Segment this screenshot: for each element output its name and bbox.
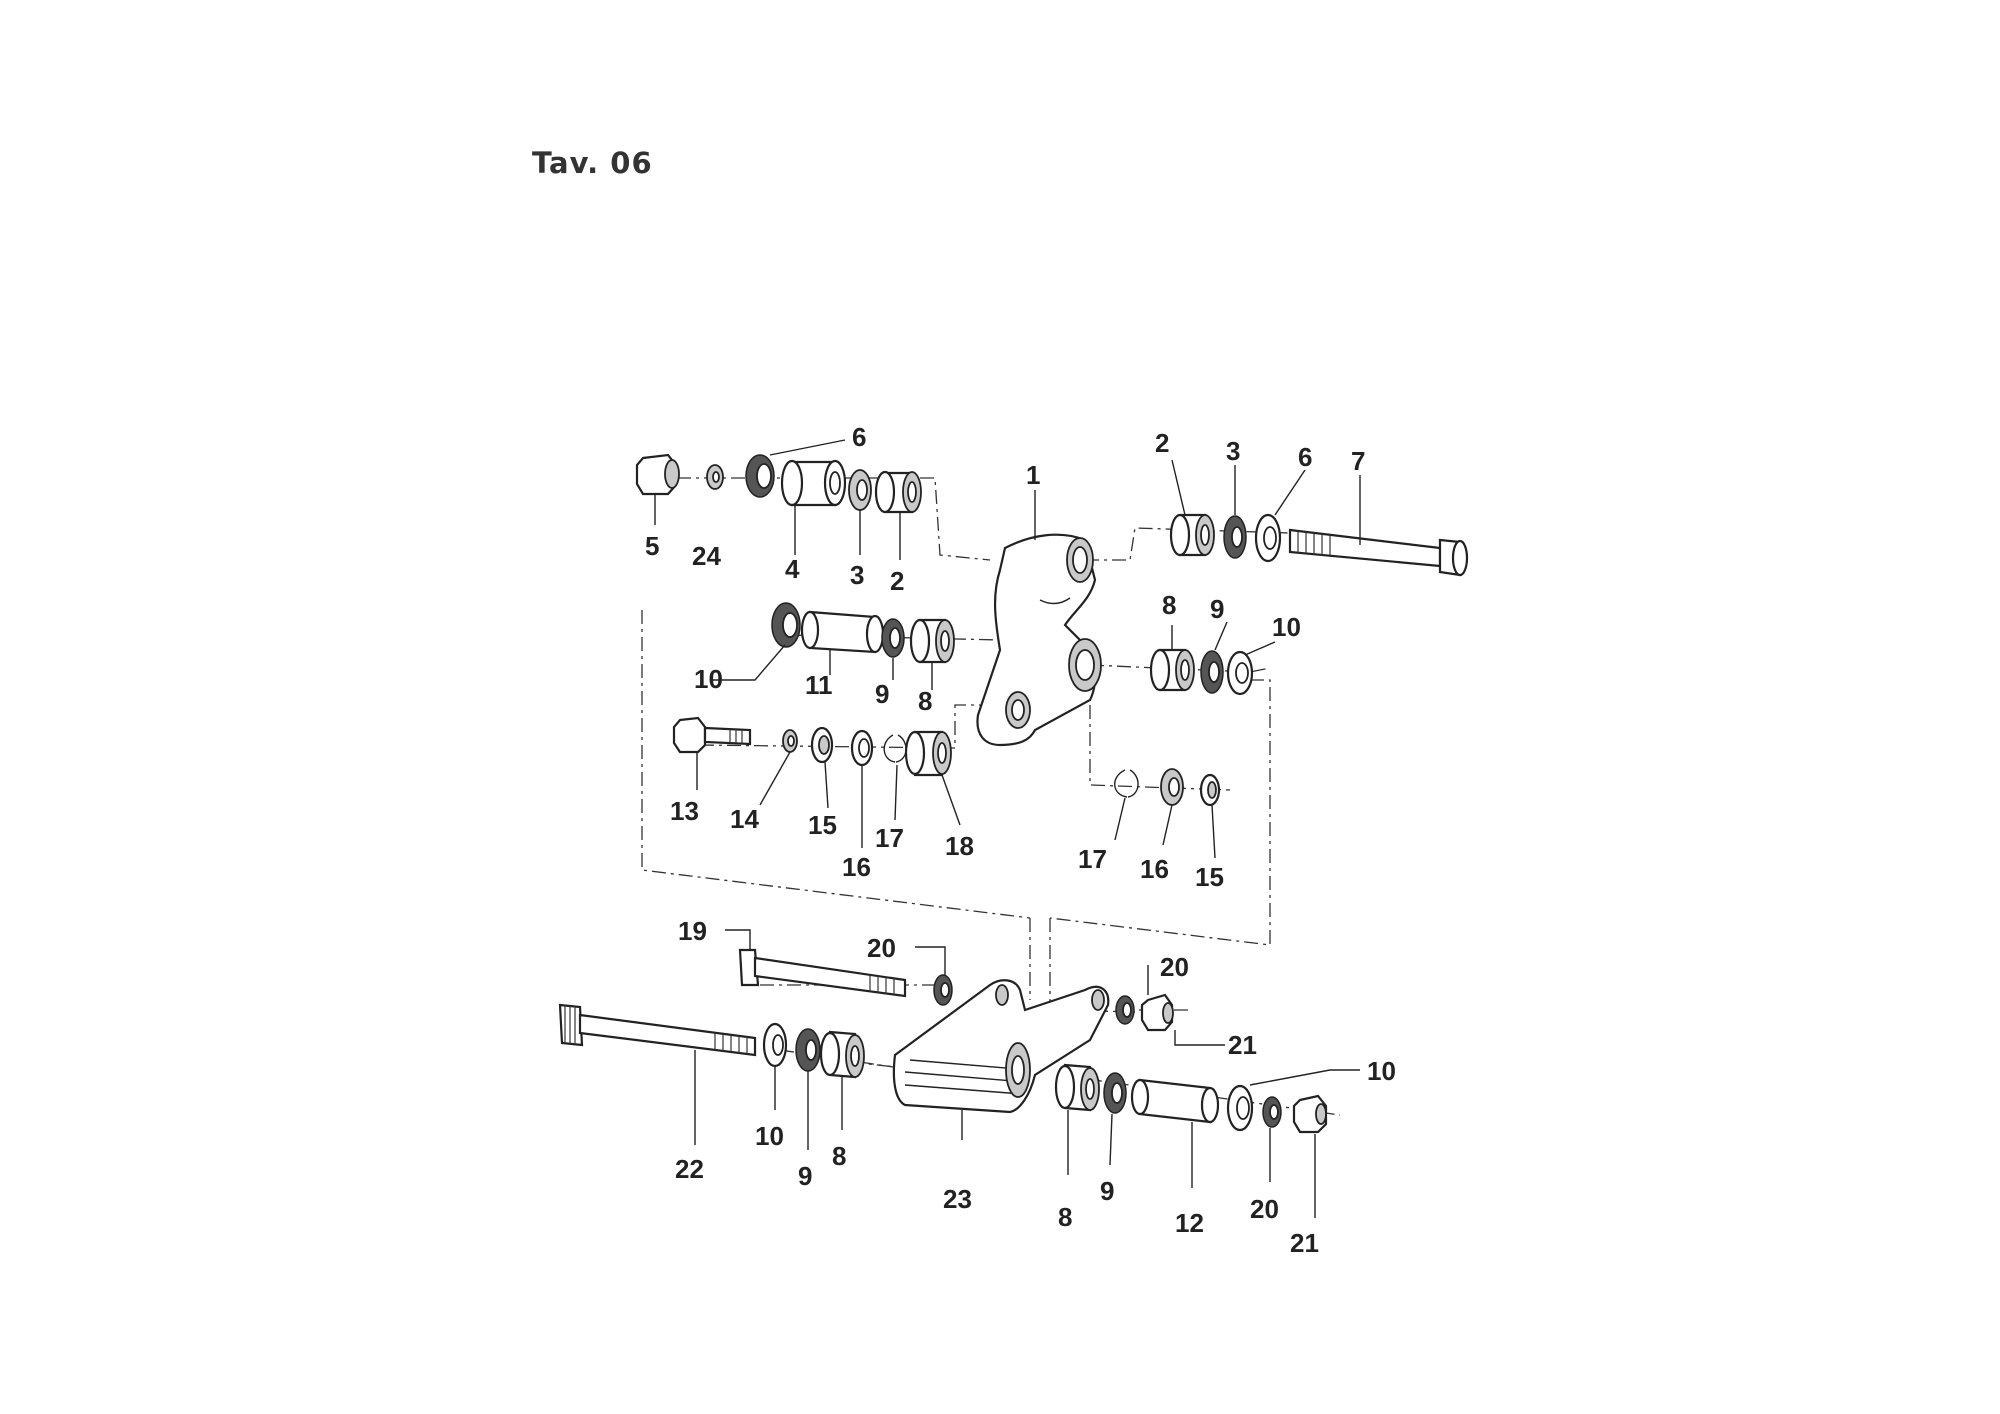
callout-9-mid-right: 9 bbox=[1210, 594, 1224, 624]
washer-part-20-bottom bbox=[1262, 1096, 1282, 1128]
callout-1: 1 bbox=[1026, 460, 1040, 490]
bearing-part-8-bottom-right bbox=[1054, 1063, 1100, 1112]
callout-17-right: 17 bbox=[1078, 844, 1107, 874]
callout-15-left: 15 bbox=[808, 810, 837, 840]
washer-part-9-bottom-right bbox=[1103, 1072, 1127, 1114]
bearing-part-8-mid-right bbox=[1149, 648, 1195, 692]
callout-3-top-left: 3 bbox=[850, 560, 864, 590]
page-title: Tav. 06 bbox=[532, 146, 653, 180]
callout-24: 24 bbox=[692, 541, 721, 571]
seal-ring-part-10-mid-left bbox=[771, 602, 801, 648]
washer-part-9-mid-left bbox=[881, 618, 905, 658]
callout-8-mid-left: 8 bbox=[918, 686, 932, 716]
callout-13: 13 bbox=[670, 796, 699, 826]
callout-3-top-right: 3 bbox=[1226, 436, 1240, 466]
bearing-part-8-bottom-left bbox=[819, 1030, 865, 1079]
washer-part-15-right bbox=[1199, 773, 1221, 807]
callout-20-bottom: 20 bbox=[1250, 1194, 1279, 1224]
bolt-part-13 bbox=[672, 716, 752, 754]
washer-part-24 bbox=[706, 464, 724, 490]
callout-15-right: 15 bbox=[1195, 862, 1224, 892]
washer-part-16-right bbox=[1160, 768, 1184, 806]
callout-8-bottom-left: 8 bbox=[832, 1141, 846, 1171]
bearing-part-2-left bbox=[874, 470, 922, 514]
seal-ring-part-6-right bbox=[1254, 513, 1282, 563]
callout-20-right: 20 bbox=[1160, 952, 1189, 982]
callout-10-mid-right: 10 bbox=[1272, 612, 1301, 642]
callout-16-right: 16 bbox=[1140, 854, 1169, 884]
washer-part-3-left bbox=[848, 469, 872, 511]
callout-17-left: 17 bbox=[875, 823, 904, 853]
seal-ring-part-10-bottom-left bbox=[762, 1022, 788, 1068]
link-part-23 bbox=[892, 979, 1110, 1114]
callout-23: 23 bbox=[943, 1184, 972, 1214]
callout-5: 5 bbox=[645, 531, 659, 561]
callout-6-top-right: 6 bbox=[1298, 442, 1312, 472]
bearing-part-8-mid-left bbox=[909, 618, 955, 664]
washer-part-16-left bbox=[850, 729, 874, 767]
callout-18: 18 bbox=[945, 831, 974, 861]
bolt-part-7 bbox=[1288, 528, 1469, 577]
callout-19: 19 bbox=[678, 916, 707, 946]
seal-ring-part-10-bottom-right bbox=[1226, 1084, 1254, 1132]
callout-9-bottom-left: 9 bbox=[798, 1161, 812, 1191]
callout-10-bottom-right: 10 bbox=[1367, 1056, 1396, 1086]
circlip-part-17-left bbox=[883, 734, 907, 763]
callout-14: 14 bbox=[730, 804, 759, 834]
callout-9-bottom-right: 9 bbox=[1100, 1176, 1114, 1206]
callout-21-upper: 21 bbox=[1228, 1030, 1257, 1060]
washer-part-15-left bbox=[810, 726, 834, 764]
callout-2-top-right: 2 bbox=[1155, 428, 1169, 458]
washer-part-9-mid-right bbox=[1200, 650, 1224, 694]
callout-21-bottom: 21 bbox=[1290, 1228, 1319, 1258]
bushing-part-4 bbox=[780, 459, 847, 507]
bolt-part-22 bbox=[558, 1003, 757, 1057]
callout-11: 11 bbox=[805, 670, 833, 700]
washer-part-14 bbox=[782, 729, 798, 753]
callout-4: 4 bbox=[785, 554, 800, 584]
callout-8-mid-right: 8 bbox=[1162, 590, 1176, 620]
washer-part-3-right bbox=[1223, 515, 1247, 559]
washer-part-20-upper bbox=[933, 974, 953, 1006]
seal-ring-part-6-left bbox=[745, 454, 775, 498]
callout-10-mid-left: 10 bbox=[694, 664, 723, 694]
callout-labels: 1 2 3 6 7 6 5 24 4 3 2 8 9 10 10 11 9 8 … bbox=[645, 422, 1396, 1258]
nut-part-21-bottom bbox=[1292, 1094, 1328, 1134]
bolt-part-19 bbox=[738, 948, 907, 998]
callout-12: 12 bbox=[1175, 1208, 1204, 1238]
bushing-part-12 bbox=[1130, 1078, 1220, 1124]
leader-lines bbox=[654, 439, 1361, 1218]
bushing-part-11 bbox=[800, 610, 885, 654]
callout-7: 7 bbox=[1351, 446, 1365, 476]
callout-10-bottom-left: 10 bbox=[755, 1121, 784, 1151]
link-arm-part-1 bbox=[976, 533, 1102, 747]
callout-9-mid-left: 9 bbox=[875, 679, 889, 709]
washer-part-20-right bbox=[1115, 995, 1135, 1025]
callout-20-upper: 20 bbox=[867, 933, 896, 963]
callout-8-bottom-right: 8 bbox=[1058, 1202, 1072, 1232]
nut-part-5 bbox=[635, 453, 680, 496]
bearing-part-2-right bbox=[1169, 513, 1215, 557]
seal-ring-part-10-mid-right bbox=[1226, 650, 1254, 696]
washer-part-9-bottom-left bbox=[795, 1028, 821, 1072]
bearing-part-18 bbox=[904, 730, 952, 777]
callout-6-top-left: 6 bbox=[852, 422, 866, 452]
callout-16-left: 16 bbox=[842, 852, 871, 882]
callout-22: 22 bbox=[675, 1154, 704, 1184]
nut-part-21-upper bbox=[1140, 993, 1174, 1032]
circlip-part-17-right bbox=[1114, 769, 1139, 798]
callout-2-top-left: 2 bbox=[890, 566, 904, 596]
